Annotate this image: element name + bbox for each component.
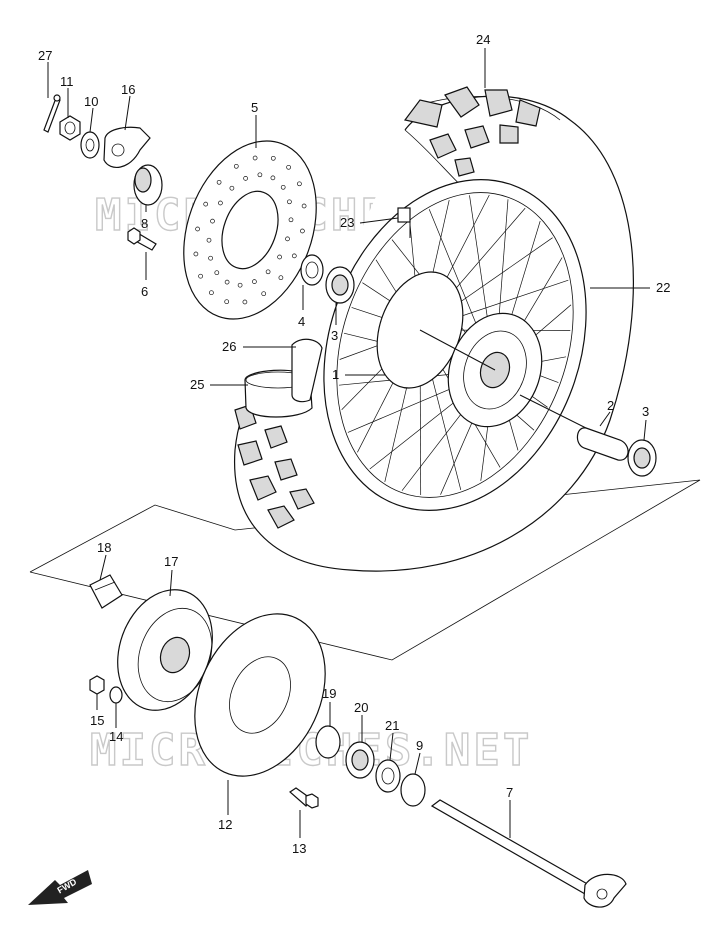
- callout-22: 22: [656, 280, 670, 295]
- disc-bolt-6: [127, 227, 157, 251]
- disc-hole: [195, 226, 200, 232]
- disc-hole: [265, 269, 271, 275]
- spacer-8: [133, 164, 163, 206]
- callout-3-left: 3: [331, 328, 338, 343]
- disc-hole: [216, 179, 222, 185]
- fwd-arrow-icon: FWD: [28, 870, 92, 905]
- cotter-pin-27: [43, 94, 61, 133]
- disc-hole: [287, 199, 292, 205]
- brake-disc-5: [183, 140, 317, 320]
- valve-23: [397, 207, 411, 223]
- leader-lines: [47, 48, 650, 838]
- disc-hole: [278, 275, 284, 281]
- callout-19: 19: [322, 686, 336, 701]
- sprocket-12: [194, 613, 326, 777]
- callout-4: 4: [298, 314, 305, 329]
- disc-hole: [261, 291, 267, 297]
- watermark-bottom: MICROFICHES.NET: [90, 725, 532, 776]
- disc-hole: [229, 185, 235, 191]
- disc-hole: [252, 279, 257, 284]
- callout-26: 26: [222, 339, 236, 354]
- disc-hole: [297, 181, 302, 187]
- callout-1: 1: [332, 367, 339, 382]
- disc-hole: [301, 203, 307, 209]
- callout-24: 24: [476, 32, 490, 47]
- callout-16: 16: [121, 82, 135, 97]
- callout-6: 6: [141, 284, 148, 299]
- disc-hole: [243, 176, 248, 181]
- callout-15: 15: [90, 713, 104, 728]
- cushion-18: [89, 574, 123, 609]
- disc-hole: [233, 163, 239, 169]
- hub-1: [376, 271, 543, 428]
- callout-21: 21: [385, 718, 399, 733]
- callout-27: 27: [38, 48, 52, 63]
- callout-20: 20: [354, 700, 368, 715]
- callout-10: 10: [84, 94, 98, 109]
- disc-hole: [210, 218, 215, 224]
- nut-15: [89, 675, 105, 695]
- disc-hole: [242, 299, 248, 305]
- rim-band-26: [291, 338, 323, 403]
- disc-hole: [286, 164, 291, 170]
- disc-hole: [288, 217, 294, 223]
- disc-hole: [270, 155, 276, 161]
- bearing-right-3: [627, 439, 657, 477]
- disc-hole: [291, 253, 297, 259]
- disc-hole: [214, 270, 220, 276]
- drum-seal-21: [375, 759, 401, 793]
- disc-hole: [270, 175, 276, 181]
- callout-labels: 27 11 10 16 5 8 6 24 23 22 4 3 26 25 1 2…: [38, 32, 670, 856]
- chain-adjuster-16: [103, 126, 151, 168]
- washer-small-14: [109, 686, 123, 704]
- callout-9: 9: [416, 738, 423, 753]
- callout-17: 17: [164, 554, 178, 569]
- disc-hole: [218, 200, 223, 206]
- disc-hole: [224, 299, 230, 305]
- disc-hole: [257, 172, 263, 178]
- axle-nut-11: [59, 115, 81, 141]
- bearing-spacer-2: [576, 427, 629, 461]
- disc-hole: [208, 255, 213, 261]
- disc-hole: [206, 237, 212, 243]
- drum-bearing-20: [345, 741, 375, 779]
- callout-2: 2: [607, 398, 614, 413]
- disc-hole: [203, 201, 209, 207]
- callout-5: 5: [251, 100, 258, 115]
- callout-13: 13: [292, 841, 306, 856]
- disc-hole: [224, 279, 230, 285]
- callout-25: 25: [190, 377, 204, 392]
- disc-hole: [252, 155, 258, 161]
- callout-18: 18: [97, 540, 111, 555]
- disc-hole: [300, 228, 305, 234]
- disc-hole: [280, 184, 286, 190]
- disc-hole: [285, 236, 290, 242]
- sprocket-bolt-13: [289, 787, 319, 809]
- callout-8: 8: [141, 216, 148, 231]
- callout-7: 7: [506, 785, 513, 800]
- callout-11: 11: [60, 74, 74, 89]
- disc-hole: [209, 290, 214, 296]
- disc-hole: [277, 254, 282, 260]
- sprocket-drum-17: [117, 589, 213, 711]
- drum-spacer-19: [315, 725, 341, 759]
- disc-hole: [198, 273, 203, 279]
- callout-3-right: 3: [642, 404, 649, 419]
- disc-hole: [193, 251, 199, 257]
- bearing-left-3: [325, 266, 355, 304]
- callout-12: 12: [218, 817, 232, 832]
- callout-23: 23: [340, 215, 354, 230]
- washer-10: [80, 131, 100, 159]
- axle-7: [430, 799, 627, 908]
- oil-seal-4: [300, 254, 324, 286]
- disc-hole: [237, 282, 243, 288]
- callout-14: 14: [109, 729, 123, 744]
- axle-spacer-9: [400, 773, 426, 807]
